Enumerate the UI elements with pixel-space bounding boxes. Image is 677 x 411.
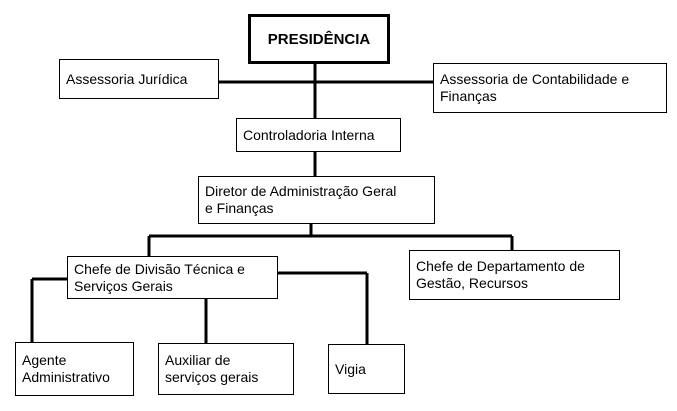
agente-administrativo-label: Agente Administrativo	[22, 352, 110, 385]
presidencia-label: PRESIDÊNCIA	[267, 30, 371, 48]
assessoria-contabilidade-label: Assessoria de Contabilidade e Finanças	[440, 71, 630, 104]
vigia-box: Vigia	[328, 344, 405, 394]
presidencia-box: PRESIDÊNCIA	[248, 14, 390, 64]
assessoria-juridica-box: Assessoria Jurídica	[59, 59, 219, 99]
chefe-departamento-gestao-label: Chefe de Departamento de Gestão, Recurso…	[416, 258, 585, 291]
chefe-departamento-gestao-box: Chefe de Departamento de Gestão, Recurso…	[409, 250, 620, 300]
controladoria-interna-box: Controladoria Interna	[236, 118, 401, 152]
diretor-administracao-label: Diretor de Administração Geral e Finança…	[205, 183, 397, 216]
assessoria-contabilidade-box: Assessoria de Contabilidade e Finanças	[433, 63, 667, 113]
chefe-divisao-tecnica-box: Chefe de Divisão Técnica e Serviços Gera…	[67, 256, 278, 299]
diretor-administracao-box: Diretor de Administração Geral e Finança…	[198, 176, 435, 224]
vigia-label: Vigia	[335, 360, 366, 377]
auxiliar-servicos-gerais-box: Auxiliar de serviços gerais	[158, 343, 294, 395]
controladoria-interna-label: Controladoria Interna	[243, 126, 375, 143]
assessoria-juridica-label: Assessoria Jurídica	[66, 70, 188, 87]
chefe-divisao-tecnica-label: Chefe de Divisão Técnica e Serviços Gera…	[74, 260, 245, 294]
auxiliar-servicos-gerais-label: Auxiliar de serviços gerais	[165, 352, 259, 385]
agente-administrativo-box: Agente Administrativo	[15, 342, 134, 396]
